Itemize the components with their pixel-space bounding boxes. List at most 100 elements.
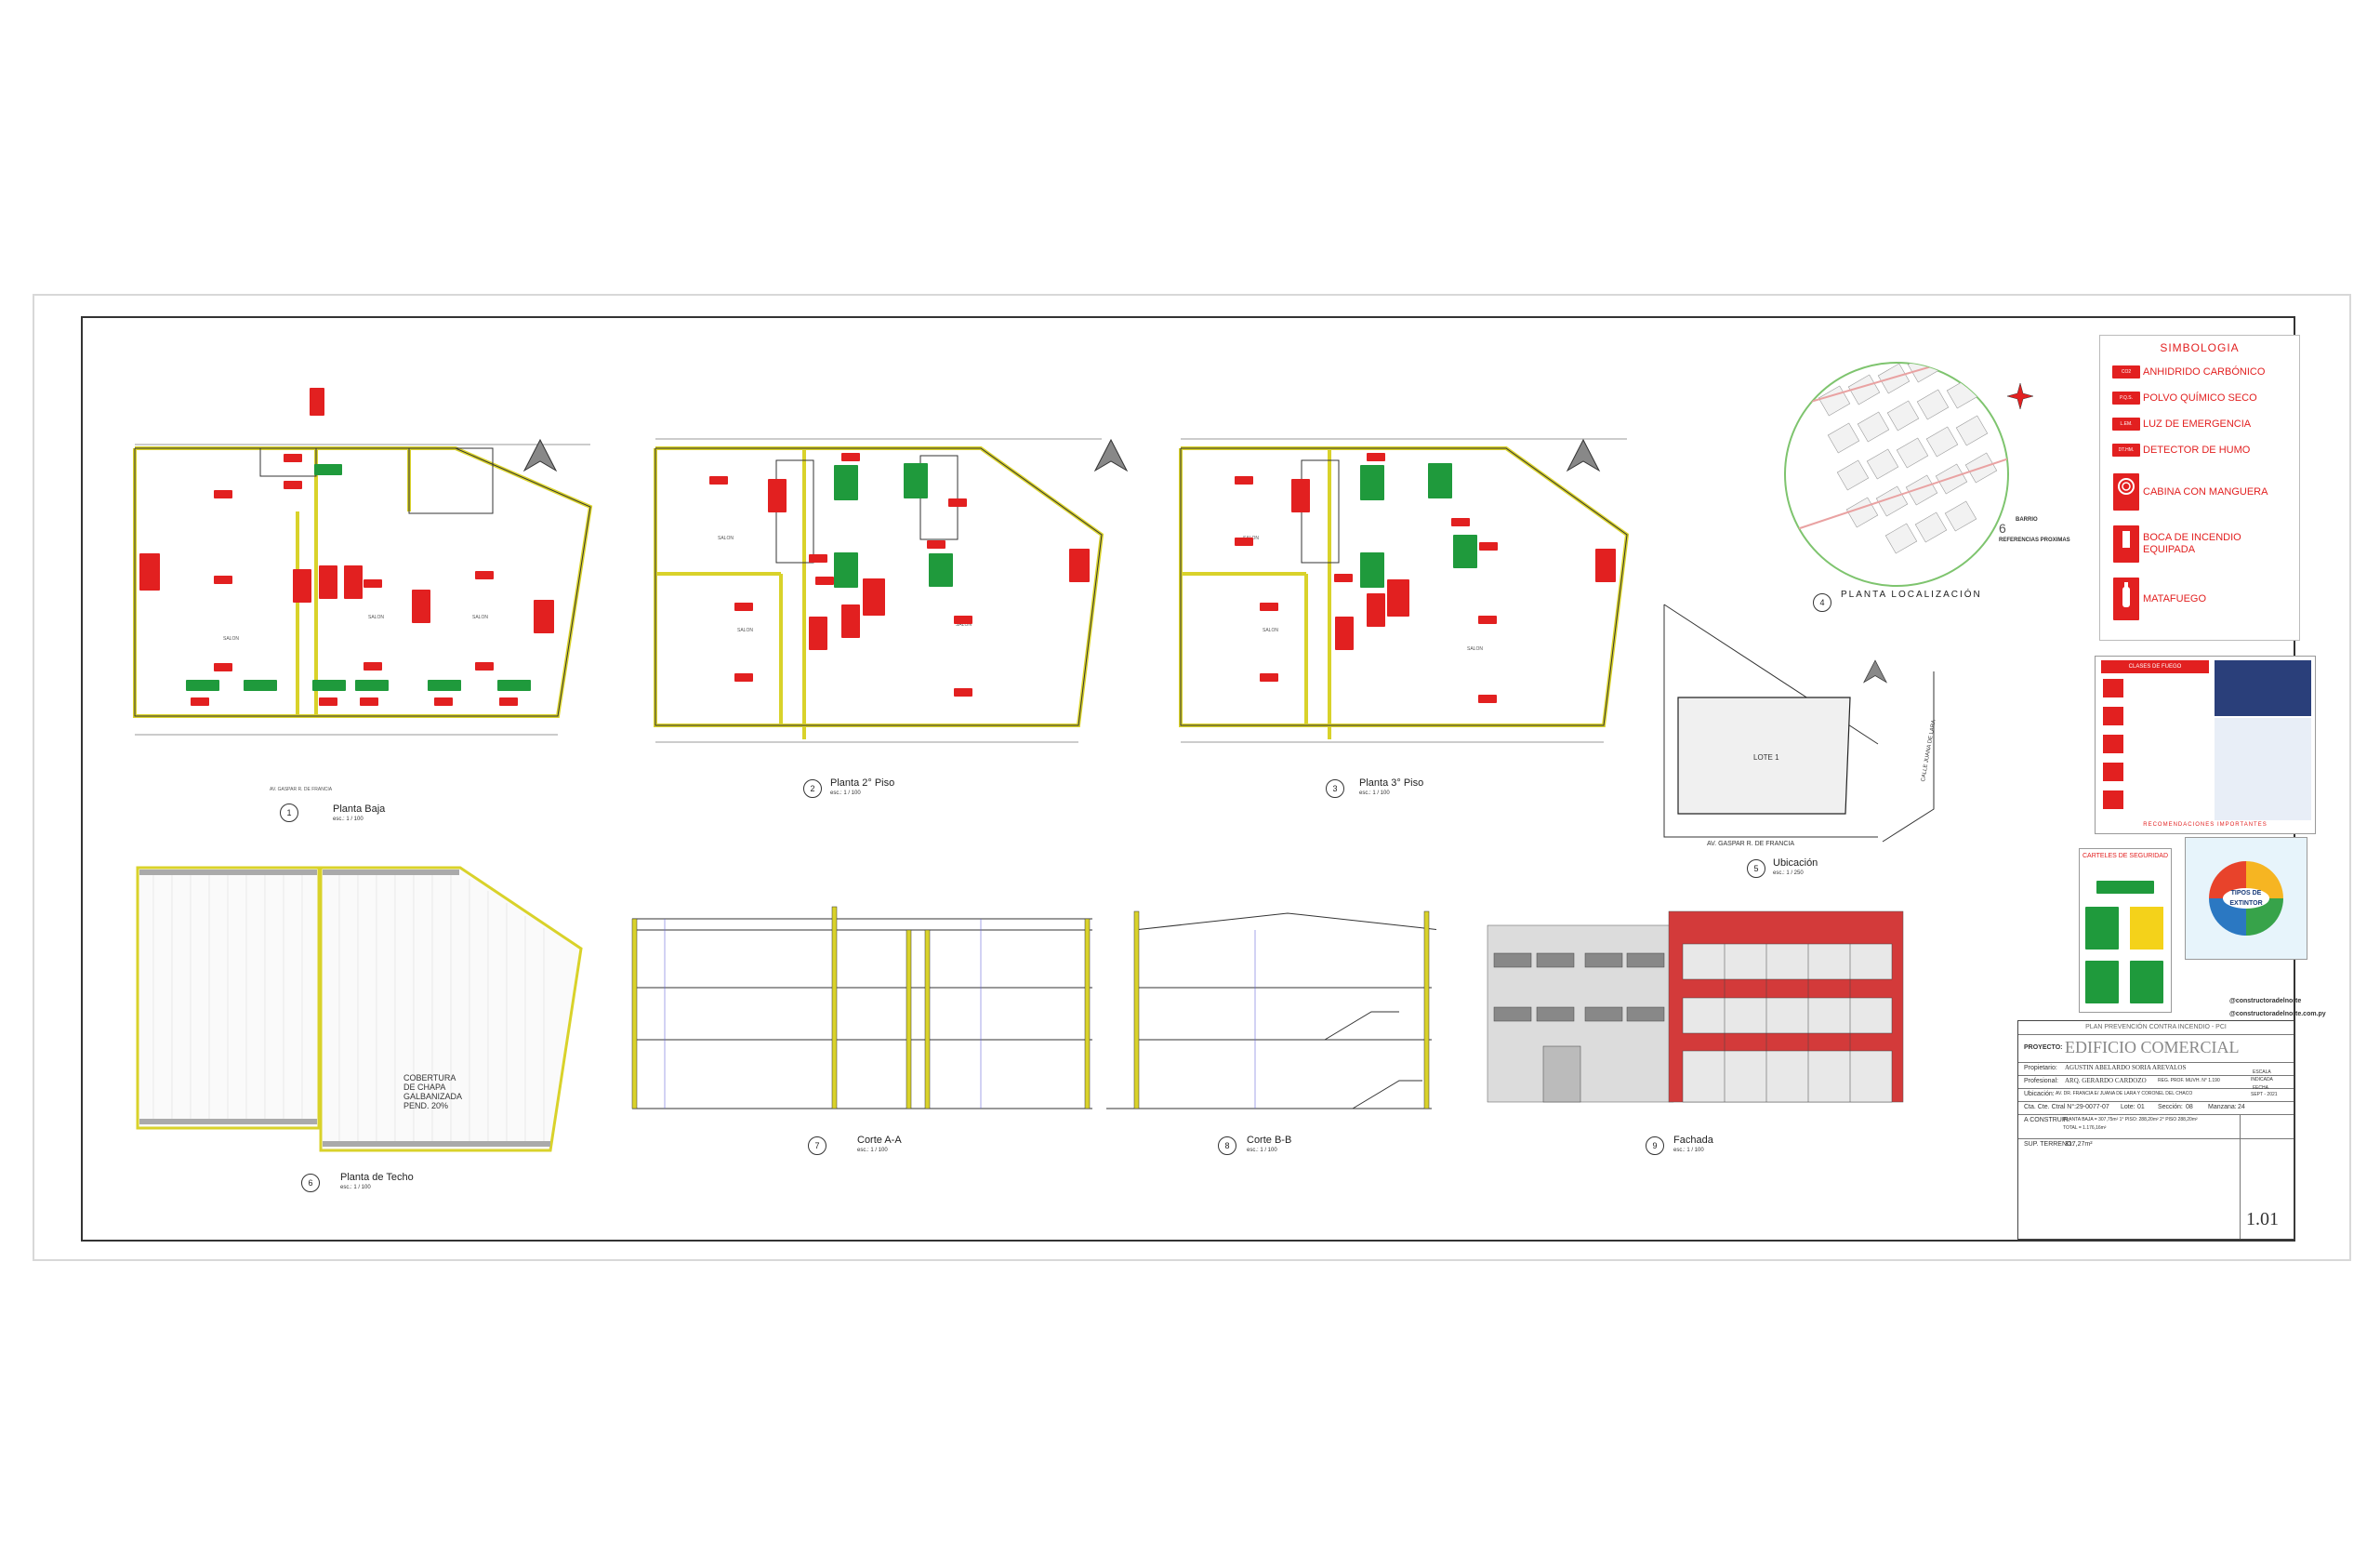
view-scale-3: esc.: 1 / 100 bbox=[1359, 790, 1390, 796]
location-label: Ubicación: bbox=[2024, 1091, 2055, 1097]
view-number-2: 2 bbox=[803, 779, 822, 798]
emergency-light-sign bbox=[434, 697, 453, 706]
smoke-detector-sign bbox=[364, 662, 382, 671]
smoke-detector-sign bbox=[1260, 603, 1278, 611]
facade-elevation bbox=[1487, 910, 1904, 1103]
roof-note: COBERTURA DE CHAPA GALBANIZADA PEND. 20% bbox=[403, 1073, 462, 1110]
view-scale-1: esc.: 1 / 100 bbox=[333, 817, 364, 822]
date-value: SEPT - 2021 bbox=[2251, 1092, 2278, 1097]
smoke-detector-sign bbox=[948, 498, 967, 507]
smoke-detector-sign bbox=[734, 603, 753, 611]
date-label: FECHA bbox=[2253, 1085, 2268, 1091]
smoke-detector-sign bbox=[1478, 616, 1497, 624]
fire-extinguisher-sign bbox=[1595, 549, 1616, 582]
north-arrow-icon bbox=[1564, 437, 1603, 476]
barrio-label: BARRIO bbox=[2016, 517, 2038, 523]
smoke-detector-sign bbox=[1235, 476, 1253, 485]
professional-label: Profesional: bbox=[2024, 1078, 2058, 1084]
view-number-3: 3 bbox=[1326, 779, 1344, 798]
exit-sign bbox=[1360, 465, 1384, 500]
legend-label-fire-hydrant: BOCA DE INCENDIO EQUIPADA bbox=[2143, 532, 2241, 555]
room-label-salon-1: SALON bbox=[223, 636, 239, 642]
title-block: PLAN PREVENCIÓN CONTRA INCENDIO - PCI PR… bbox=[2017, 1020, 2294, 1240]
fire-extinguisher-sign bbox=[1387, 579, 1409, 617]
construct-total: TOTAL = 1.176,16m² bbox=[2063, 1125, 2107, 1131]
title-block-project-row: PROYECTO: EDIFICIO COMERCIAL bbox=[2018, 1034, 2294, 1063]
owner-name: AGUSTIN ABELARDO SORIA AREVALOS bbox=[2065, 1064, 2187, 1071]
cadastre-value: 29-0077-07 bbox=[2076, 1104, 2109, 1110]
exit-sign bbox=[904, 463, 928, 498]
barrio-number: 6 bbox=[1999, 521, 2006, 536]
construct-value: PLANTA BAJA = 307,75m² 1° PISO: 288,20m²… bbox=[2063, 1117, 2198, 1122]
exit-sign bbox=[355, 680, 389, 691]
site-plan bbox=[1663, 604, 1935, 843]
view-title-site: Ubicación bbox=[1773, 857, 1818, 869]
room-label-salon-4: SALON bbox=[718, 536, 734, 541]
view-scale-2: esc.: 1 / 100 bbox=[830, 790, 861, 796]
compass-icon bbox=[2006, 382, 2034, 410]
smoke-detector-sign bbox=[475, 662, 494, 671]
owner-label: Propietario: bbox=[2024, 1065, 2057, 1071]
fire-extinguisher-sign bbox=[293, 569, 311, 603]
extinguisher-types-title: TIPOS DE EXTINTOR bbox=[2223, 888, 2269, 909]
safety-signs-title: CARTELES DE SEGURIDAD bbox=[2082, 853, 2169, 859]
location-map bbox=[1784, 362, 2009, 587]
emergency-light-sign bbox=[809, 554, 827, 563]
room-label-salon-5: SALON bbox=[737, 628, 753, 633]
emergency-light-sign bbox=[841, 453, 860, 461]
hose-cabinet-icon bbox=[2113, 473, 2139, 511]
section-b-b bbox=[1106, 910, 1436, 1109]
recommendations-title: RECOMENDACIONES IMPORTANTES bbox=[2143, 822, 2268, 828]
room-label-salon-6: SALON bbox=[956, 622, 972, 628]
view-scale-9: esc.: 1 / 100 bbox=[1673, 1148, 1704, 1153]
view-scale-5: esc.: 1 / 250 bbox=[1773, 870, 1804, 876]
title-block-header: PLAN PREVENCIÓN CONTRA INCENDIO - PCI bbox=[2018, 1021, 2294, 1035]
emergency-light-sign bbox=[1451, 518, 1470, 526]
title-block-land-row: SUP. TERRENO: 317,27m² bbox=[2018, 1138, 2294, 1151]
scale-value: INDICADA bbox=[2251, 1077, 2273, 1082]
legend-label-pqs: POLVO QUÍMICO SECO bbox=[2143, 392, 2257, 404]
smoke-detector-sign bbox=[214, 490, 232, 498]
room-label-salon-3: SALON bbox=[472, 615, 488, 620]
exit-sign bbox=[929, 553, 953, 587]
street-label-ground: AV. GASPAR R. DE FRANCIA bbox=[270, 787, 333, 792]
view-title-second-floor: Planta 2° Piso bbox=[830, 777, 895, 789]
legend-label-hose-cabinet: CABINA CON MANGUERA bbox=[2143, 485, 2268, 498]
exit-sign bbox=[1453, 535, 1477, 568]
view-number-8: 8 bbox=[1218, 1136, 1236, 1155]
fire-extinguisher-sign bbox=[344, 565, 363, 599]
scale-label: ESCALA bbox=[2253, 1069, 2271, 1075]
fire-extinguisher-sign bbox=[809, 617, 827, 650]
fire-extinguisher-sign bbox=[1291, 479, 1310, 512]
smoke-detector-sign bbox=[734, 673, 753, 682]
room-label-salon-8: SALON bbox=[1263, 628, 1278, 633]
pqs-icon: P.Q.S. bbox=[2112, 392, 2140, 405]
construct-label: A CONSTRUIR: bbox=[2024, 1117, 2070, 1123]
emergency-light-sign bbox=[1367, 453, 1385, 461]
referencias-label: REFERENCIAS PROXIMAS bbox=[1999, 538, 2070, 543]
fire-extinguisher-sign bbox=[412, 590, 430, 623]
exit-arrow-sign bbox=[2085, 961, 2119, 1003]
exit-sign bbox=[186, 680, 219, 691]
exit-sign bbox=[312, 680, 346, 691]
smoke-detector-sign bbox=[475, 571, 494, 579]
lot-value: 01 bbox=[2137, 1104, 2145, 1110]
legend-item-co2: CO2 ANHIDRIDO CARBÓNICO bbox=[2109, 365, 2295, 379]
emergency-light-sign bbox=[360, 697, 378, 706]
cadastre-label: Cta. Cte. Ctral N°: bbox=[2024, 1104, 2077, 1110]
section-value: 08 bbox=[2186, 1104, 2193, 1110]
fire-class-icons bbox=[2103, 679, 2123, 818]
view-number-6: 6 bbox=[301, 1174, 320, 1192]
legend-item-smoke-detector: DT.HM. DETECTOR DE HUMO bbox=[2109, 444, 2295, 457]
site-street-label: AV. GASPAR R. DE FRANCIA bbox=[1707, 841, 1795, 847]
exit-sign bbox=[314, 464, 342, 475]
legend-item-pqs: P.Q.S. POLVO QUÍMICO SECO bbox=[2109, 392, 2295, 405]
location-value: AV. DR. FRANCIA E/ JUANA DE LARA Y CORON… bbox=[2056, 1091, 2193, 1096]
room-label-salon-9: SALON bbox=[1467, 646, 1483, 652]
view-number-9: 9 bbox=[1646, 1136, 1664, 1155]
second-floor-plan bbox=[654, 438, 1104, 743]
emergency-light-sign bbox=[319, 697, 337, 706]
exit-arrow-sign bbox=[2096, 881, 2154, 894]
legend-item-extinguisher: MATAFUEGO bbox=[2109, 578, 2295, 620]
section-label: Sección: bbox=[2158, 1104, 2183, 1110]
